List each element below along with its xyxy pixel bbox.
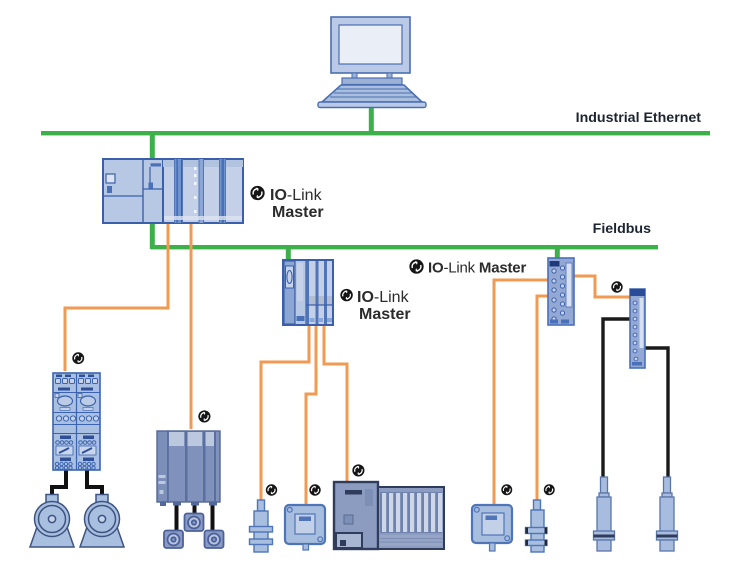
svg-text:IO-Link: IO-Link [270,187,323,204]
svg-text:Industrial Ethernet: Industrial Ethernet [576,110,702,126]
svg-text:Fieldbus: Fieldbus [593,221,651,237]
svg-text:Master: Master [359,306,411,323]
svg-text:Master: Master [272,204,324,221]
svg-text:IO-Link Master: IO-Link Master [428,260,526,277]
svg-text:IO-Link: IO-Link [357,289,410,306]
